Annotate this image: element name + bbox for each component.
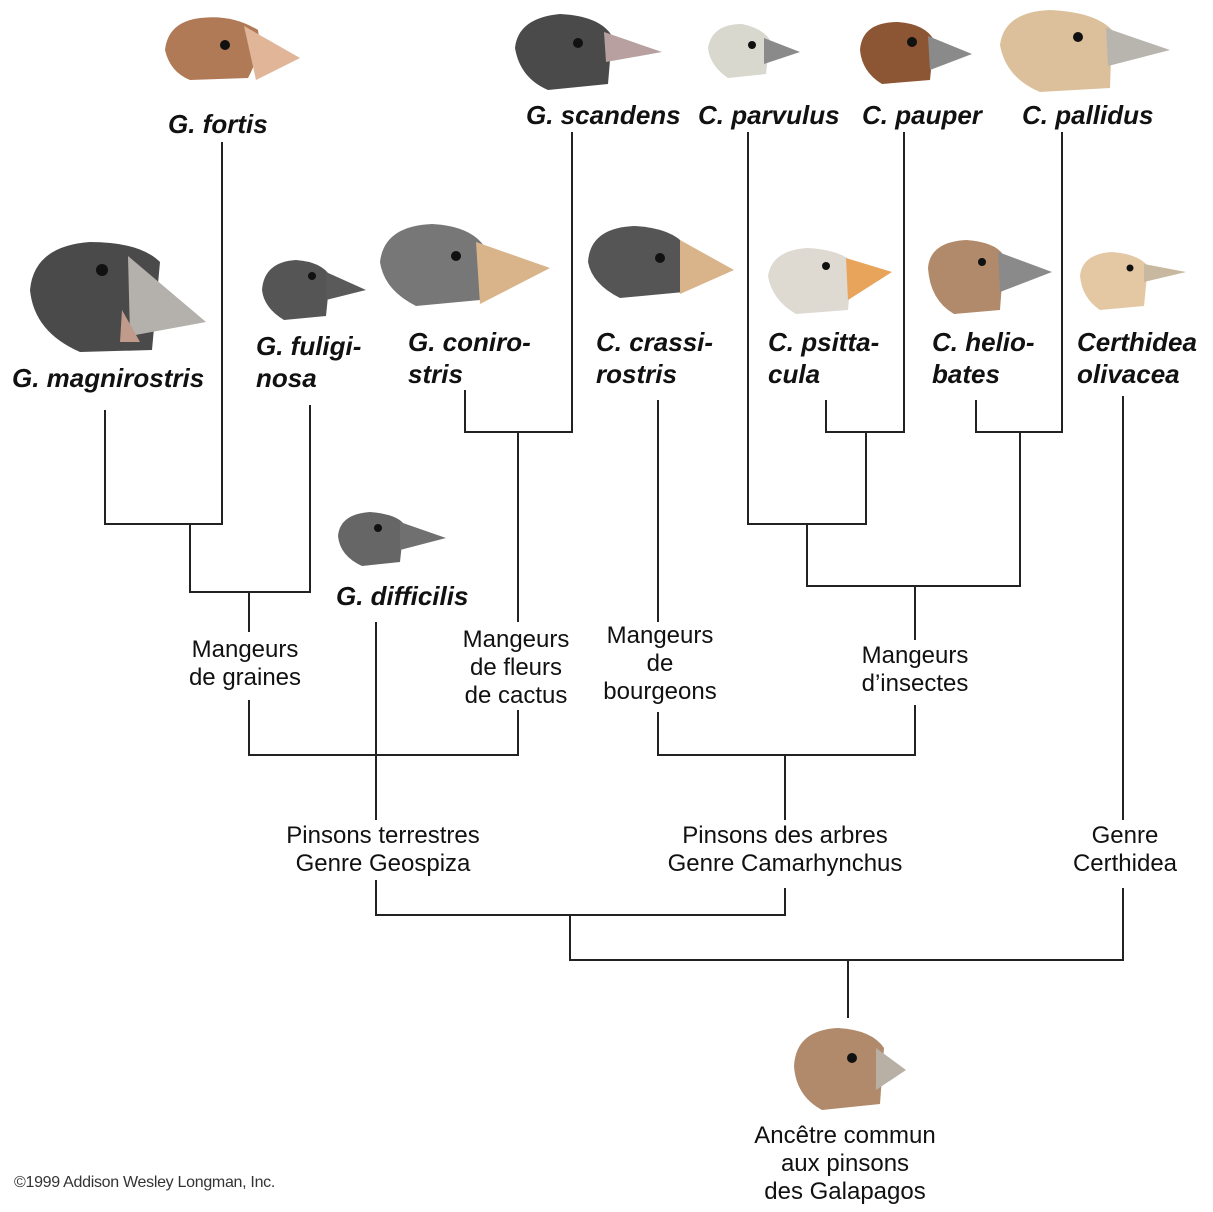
bird-ancestor-icon	[794, 1028, 906, 1110]
bird-pauper-icon	[860, 22, 972, 84]
bird-conirostris-icon	[380, 224, 550, 306]
bird-olivacea-icon	[1080, 252, 1186, 310]
bird-scandens-icon	[515, 14, 662, 90]
label-pauper: C. pauper	[862, 99, 982, 131]
branch-insect-join	[807, 432, 1020, 586]
label-parvulus: C. parvulus	[698, 99, 840, 131]
bird-psittacula-icon	[768, 248, 892, 314]
branch-geospiza-camarhynchus	[376, 880, 785, 915]
label-pallidus: C. pallidus	[1022, 99, 1153, 131]
label-scandens: G. scandens	[526, 99, 681, 131]
label-magnirostris: G. magnirostris	[12, 362, 204, 394]
bird-difficilis-icon	[338, 512, 446, 566]
branch-tree-join	[658, 705, 915, 755]
label-conirostris: G. coniro-stris	[408, 326, 531, 390]
bird-fortis-icon	[165, 17, 300, 80]
branch-root	[570, 888, 1123, 960]
label-psittacula: C. psitta-cula	[768, 326, 879, 390]
bird-heliobates-icon	[928, 240, 1052, 314]
label-heliobates: C. helio-bates	[932, 326, 1035, 390]
copyright-notice: ©1999 Addison Wesley Longman, Inc.	[14, 1174, 275, 1192]
bird-crassirostris-icon	[588, 226, 734, 298]
bird-fuliginosa-icon	[262, 260, 366, 320]
branch-seed-join	[190, 405, 310, 592]
label-fuliginosa: G. fuligi-nosa	[256, 330, 361, 394]
bird-pallidus-icon	[1000, 10, 1170, 92]
label-fortis: G. fortis	[168, 108, 268, 140]
label-difficilis: G. difficilis	[336, 580, 468, 612]
bird-magnirostris-icon	[30, 242, 206, 352]
label-crassirostris: C. crassi-rostris	[596, 326, 713, 390]
bird-parvulus-icon	[708, 24, 800, 78]
